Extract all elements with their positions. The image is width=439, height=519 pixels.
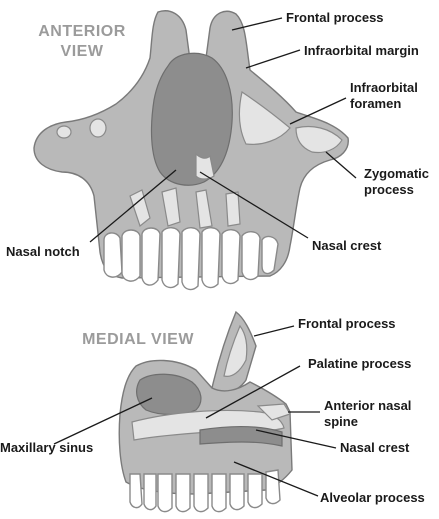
- label-infraorbital-foramen-line1: Infraorbital: [350, 80, 418, 95]
- label-frontal-process-1: Frontal process: [286, 10, 384, 25]
- leader-frontal-process-2: [254, 326, 294, 336]
- medial-teeth-row: [130, 470, 280, 512]
- label-nasal-crest-2: Nasal crest: [340, 440, 410, 455]
- left-foramen-hole: [57, 126, 71, 138]
- label-anterior-nasal-spine-line1: Anterior nasal: [324, 398, 411, 413]
- leader-infraorbital-margin: [246, 50, 300, 68]
- infraorbital-foramen-hole: [90, 119, 106, 137]
- anterior-teeth-row: [104, 228, 278, 290]
- anterior-view-title-line2: VIEW: [61, 43, 104, 60]
- label-anterior-nasal-spine-line2: spine: [324, 414, 358, 429]
- anterior-view-title-line1: ANTERIOR: [38, 23, 126, 40]
- nasal-cavity: [152, 53, 233, 185]
- label-palatine-process: Palatine process: [308, 356, 411, 371]
- label-infraorbital-margin: Infraorbital margin: [304, 43, 419, 58]
- medial-view-title: MEDIAL VIEW: [82, 331, 194, 348]
- label-zygomatic-process-line2: process: [364, 182, 414, 197]
- label-maxillary-sinus: Maxillary sinus: [0, 440, 93, 455]
- label-infraorbital-foramen-line2: foramen: [350, 96, 401, 111]
- label-zygomatic-process-line1: Zygomatic: [364, 166, 429, 181]
- label-nasal-notch: Nasal notch: [6, 244, 80, 259]
- label-alveolar-process: Alveolar process: [320, 490, 425, 505]
- label-frontal-process-2: Frontal process: [298, 316, 396, 331]
- label-nasal-crest-1: Nasal crest: [312, 238, 382, 253]
